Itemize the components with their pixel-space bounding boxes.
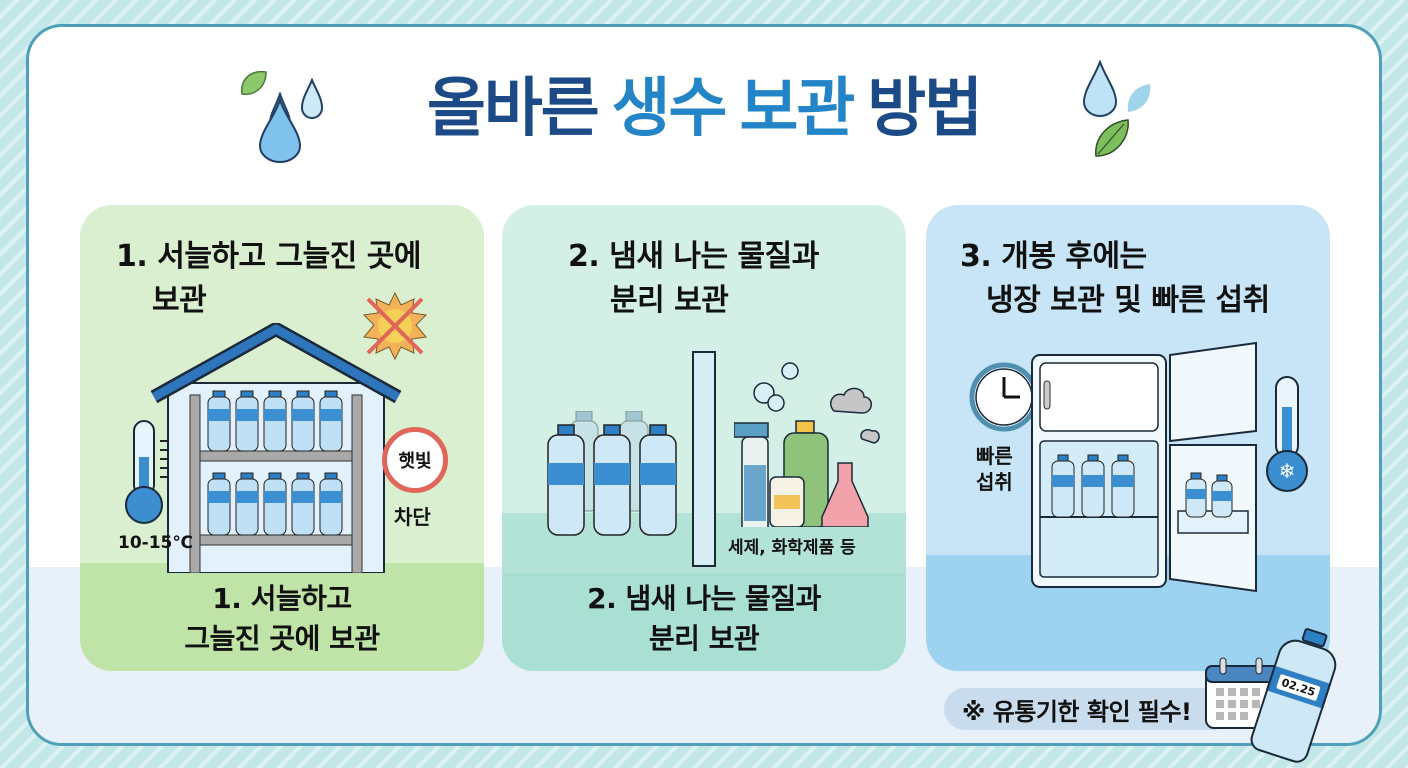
expiry-check-note: ※ 유통기한 확인 필수! [944, 688, 1234, 730]
quick-label-line1: 빠른 [976, 444, 1013, 468]
large-water-drop-icon [258, 96, 302, 163]
chemicals-label: 세제, 화학제품 등 [728, 538, 856, 558]
leaf-icon [1095, 119, 1129, 157]
quick-label-line2: 섭취 [976, 470, 1013, 494]
crossed-sun-icon [362, 291, 428, 361]
panel-refrigerate-after-opening: 3. 개봉 후에는 냉장 보관 및 빠른 섭취 빠른 섭취 ❄ [926, 205, 1330, 671]
panel-heading-line2: 냉장 보관 및 빠른 섭취 [986, 283, 1270, 318]
quick-consumption-label: 빠른 섭취 [976, 443, 1013, 495]
bottle-row-bottom [207, 472, 343, 536]
title-word-correct: 올바른 [427, 72, 600, 146]
calendar-icon [1205, 657, 1283, 729]
panel-caption: 1. 서늘하고 그늘진 곳에 보관 [80, 579, 484, 659]
panel-heading-line2: 보관 [152, 283, 207, 318]
sunlight-block-label: 차단 [394, 505, 431, 529]
expiry-check-note-text: ※ 유통기한 확인 필수! [962, 697, 1192, 726]
panel-caption-line2: 그늘진 곳에 보관 [184, 622, 380, 655]
svg-text:❄: ❄ [1279, 459, 1296, 483]
no-sunlight-badge: 햇빛 [382, 427, 448, 493]
panel-heading: 3. 개봉 후에는 냉장 보관 및 빠른 섭취 [960, 235, 1270, 323]
chemical-products-illustration [734, 362, 880, 527]
sunlight-badge-label: 햇빛 [398, 451, 432, 472]
panel-caption-line1: 1. 서늘하고 [212, 582, 352, 615]
page-title: 올바른 생수 보관 방법 [0, 58, 1408, 148]
storage-house-illustration [150, 323, 402, 573]
title-word-bottled-water: 생수 [611, 72, 728, 146]
cold-thermometer-icon: ❄ [1266, 376, 1308, 492]
title-word-storage: 보관 [739, 72, 855, 146]
title-word-method: 방법 [867, 72, 983, 146]
refrigerator-illustration [1031, 341, 1257, 593]
panel-heading-line1: 3. 개봉 후에는 [960, 239, 1147, 274]
temperature-range-label: 10-15℃ [118, 533, 193, 553]
bottle-row-top [207, 390, 343, 452]
water-bottle-pack-illustration [547, 411, 677, 536]
panel-heading-line1: 2. 냄새 나는 물질과 [568, 239, 819, 274]
leaf-icon [241, 70, 267, 95]
panel-heading-line1: 1. 서늘하고 그늘진 곳에 [116, 239, 422, 274]
water-drop-icon [300, 78, 324, 119]
divider-glass-panel [692, 351, 716, 567]
panel-heading: 2. 냄새 나는 물질과 분리 보관 [568, 235, 819, 323]
panel-caption-band [80, 563, 484, 671]
leaf-icon [1127, 84, 1151, 112]
panel-caption-line2: 분리 보관 [648, 622, 760, 655]
panel-caption-band [502, 563, 906, 671]
panel-heading: 1. 서늘하고 그늘진 곳에 보관 [116, 235, 422, 323]
panel-caption-line1: 2. 냄새 나는 물질과 [587, 582, 821, 615]
panel-caption: 2. 냄새 나는 물질과 분리 보관 [502, 579, 906, 659]
thermometer-icon [125, 420, 168, 524]
panel-heading-line2: 분리 보관 [610, 283, 729, 318]
water-drop-icon [1082, 60, 1118, 117]
panel-separate-from-odors: 2. 냄새 나는 물질과 분리 보관 세제, 화학제품 등 2. 냄새 나는 물… [502, 205, 906, 671]
panel-cool-shade-storage: 1. 서늘하고 그늘진 곳에 보관 [80, 205, 484, 671]
